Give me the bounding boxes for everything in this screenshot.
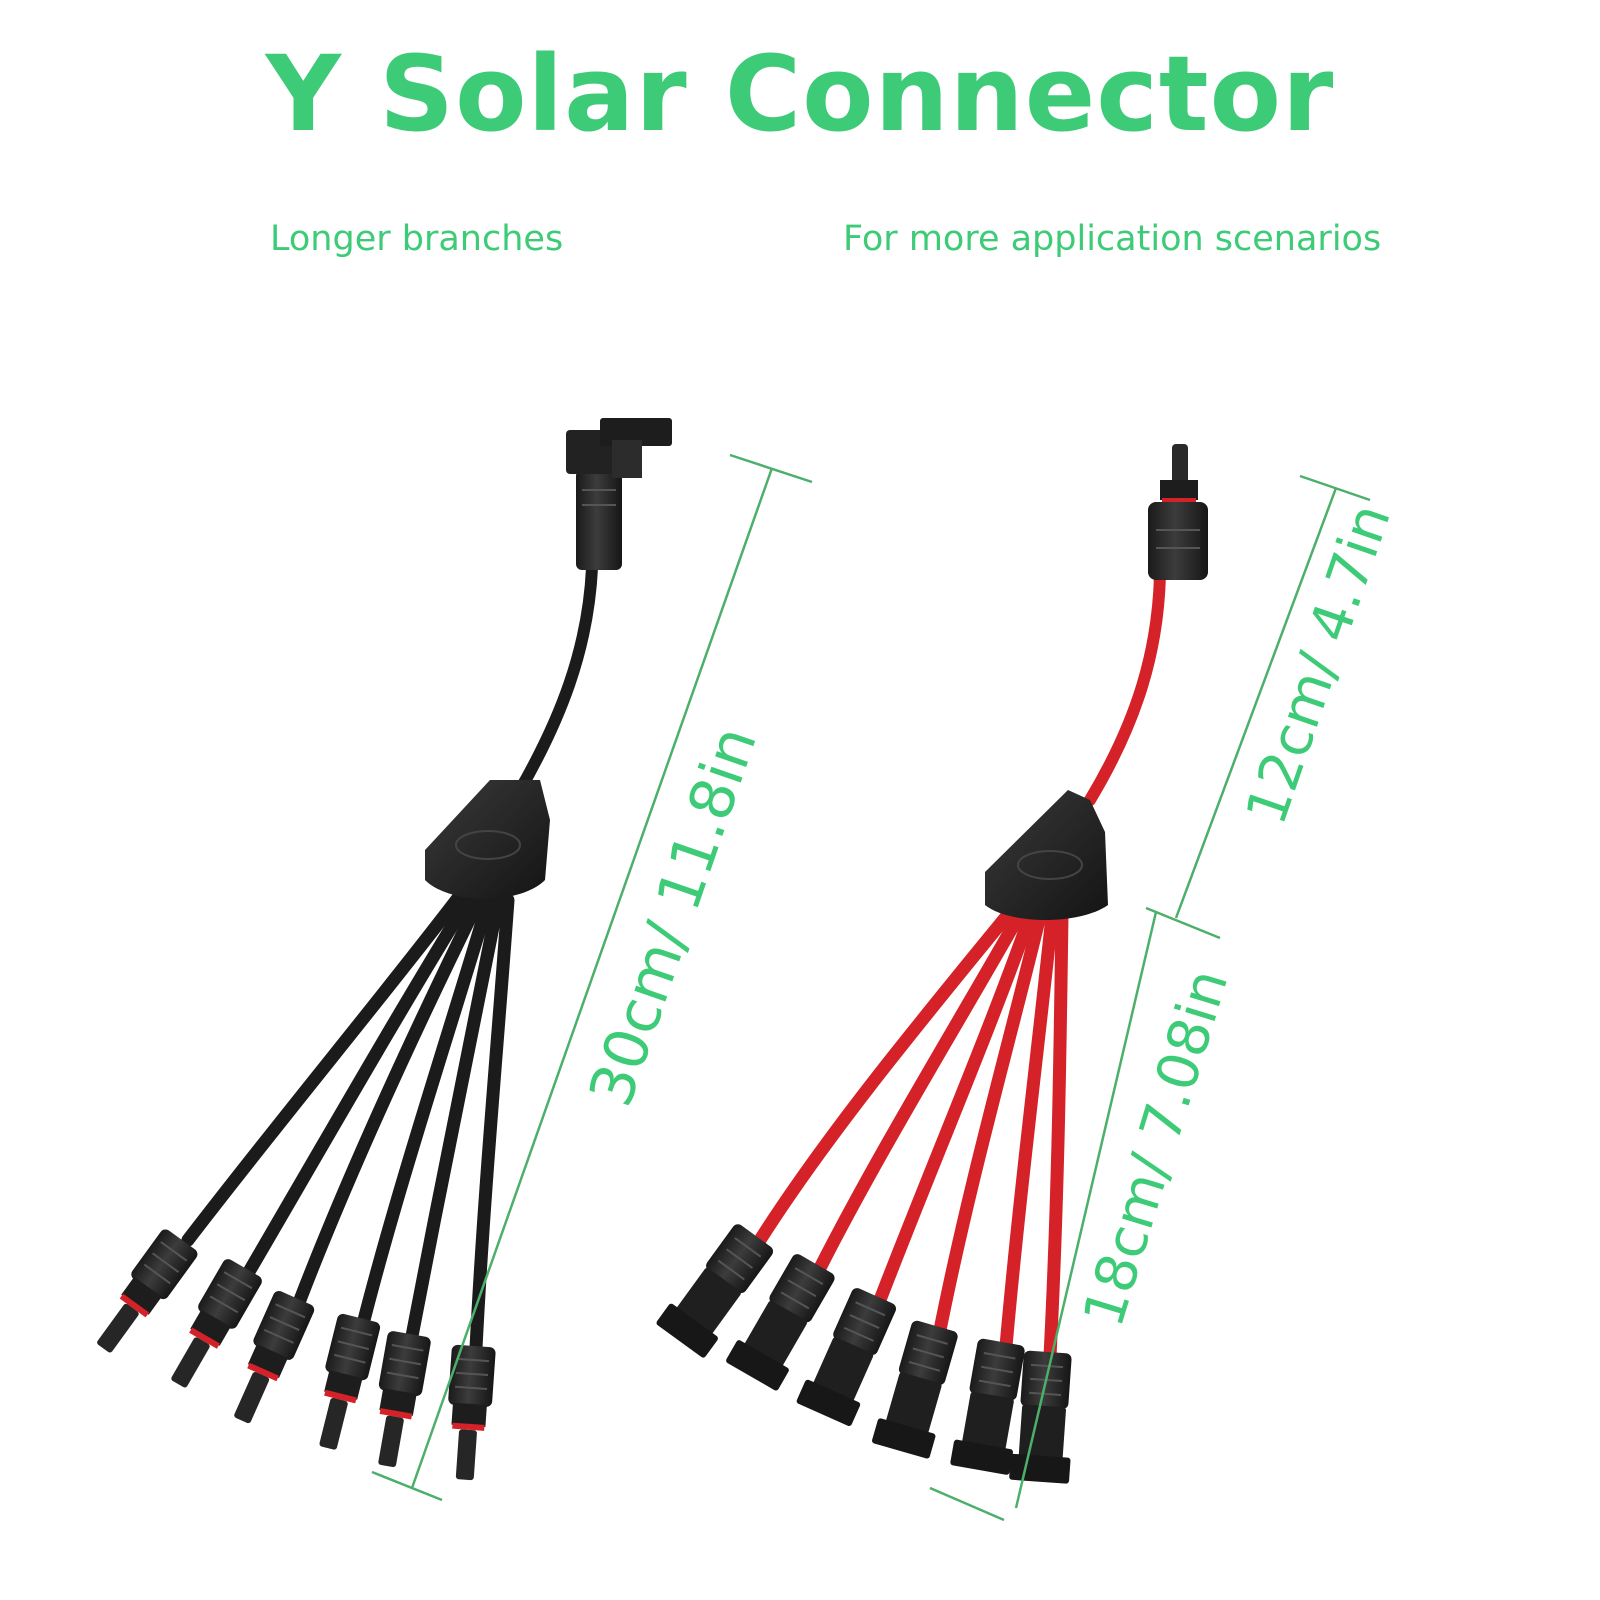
right-dimension-top-label: 12cm/ 4.7in xyxy=(1234,496,1404,832)
male-branch-connector-5 xyxy=(378,1331,431,1468)
red-bottom-connectors xyxy=(656,1224,1072,1484)
red-trunk-wire xyxy=(1084,569,1166,806)
female-branch-connector-6 xyxy=(1009,1350,1072,1484)
male-branch-connector-3 xyxy=(234,1290,315,1424)
female-branch-connector-4 xyxy=(872,1320,958,1459)
subtitle-left: Longer branches xyxy=(270,219,564,259)
red-branch-cable xyxy=(656,444,1208,1484)
male-branch-connector-6 xyxy=(448,1344,496,1481)
black-trunk-wire xyxy=(514,562,598,796)
black-branch-wires xyxy=(181,891,515,1355)
subtitle-right: For more application scenarios xyxy=(843,219,1382,259)
black-top-connector xyxy=(566,418,672,570)
red-top-connector xyxy=(1148,444,1208,580)
black-branch-cable xyxy=(97,418,672,1481)
female-branch-connector-1 xyxy=(656,1224,774,1358)
male-branch-connector-1 xyxy=(97,1229,198,1353)
page-title: Y Solar Connector xyxy=(265,33,1335,155)
left-dimension-label: 30cm/ 11.8in xyxy=(576,718,771,1115)
black-y-hub xyxy=(425,780,550,899)
male-branch-connector-2 xyxy=(171,1259,262,1388)
female-branch-connector-2 xyxy=(726,1254,835,1391)
female-branch-connector-3 xyxy=(796,1288,897,1427)
black-bottom-connectors xyxy=(97,1229,496,1481)
male-branch-connector-4 xyxy=(319,1313,381,1450)
left-dimension-line xyxy=(371,453,813,1502)
red-y-hub xyxy=(985,790,1108,920)
red-branch-wires xyxy=(753,905,1069,1363)
right-dimension-lines xyxy=(929,474,1371,1522)
right-dimension-bottom-label: 18cm/ 7.08in xyxy=(1071,962,1241,1334)
female-branch-connector-5 xyxy=(950,1338,1025,1475)
